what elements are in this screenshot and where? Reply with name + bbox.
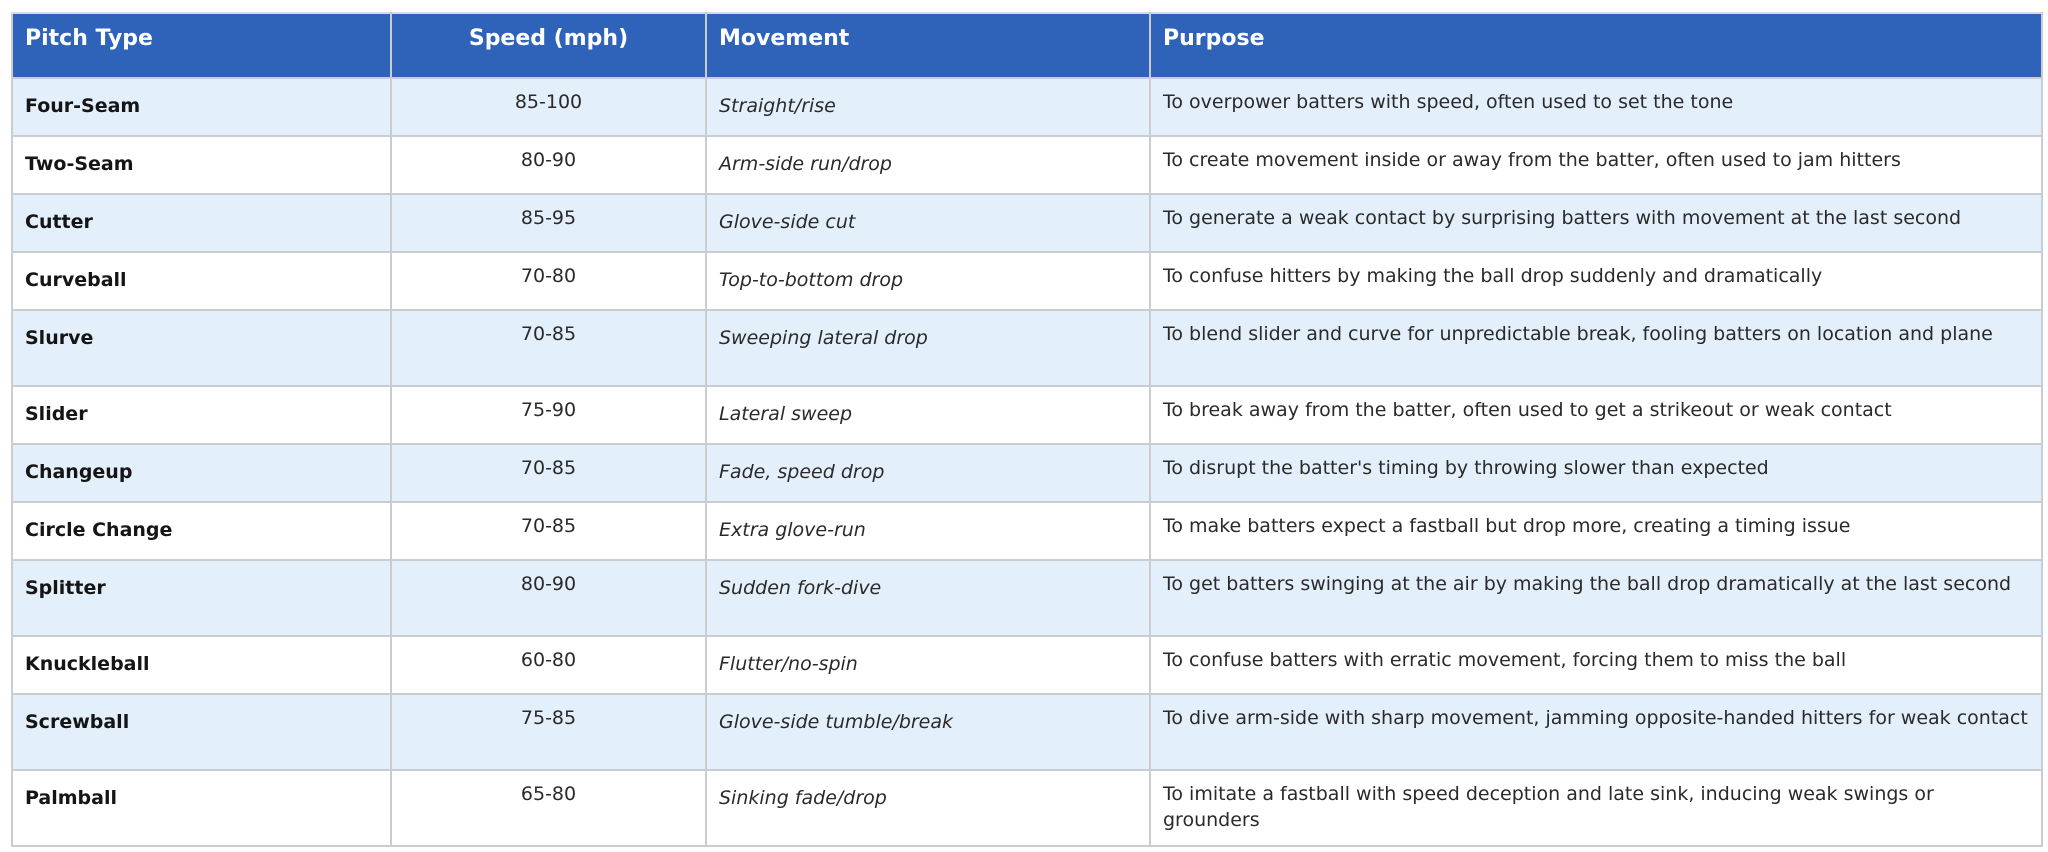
- speed-cell: 65-80: [390, 769, 707, 847]
- movement-cell: Top-to-bottom drop: [705, 251, 1151, 311]
- pitch-name-cell: Knuckleball: [11, 635, 392, 695]
- table-row: Slurve 70-85 Sweeping lateral drop To bl…: [11, 309, 2043, 387]
- movement-cell: Glove-side cut: [705, 193, 1151, 253]
- movement-cell: Sudden fork-dive: [705, 559, 1151, 637]
- purpose-cell: To generate a weak contact by surprising…: [1149, 193, 2043, 253]
- speed-cell: 80-90: [390, 559, 707, 637]
- table-row: Slider 75-90 Lateral sweep To break away…: [11, 385, 2043, 445]
- purpose-cell: To disrupt the batter's timing by throwi…: [1149, 443, 2043, 503]
- movement-cell: Lateral sweep: [705, 385, 1151, 445]
- speed-cell: 70-85: [390, 501, 707, 561]
- table-body: Four-Seam 85-100 Straight/rise To overpo…: [11, 77, 2043, 847]
- speed-cell: 85-100: [390, 77, 707, 137]
- speed-cell: 60-80: [390, 635, 707, 695]
- header-row: Pitch Type Speed (mph) Movement Purpose: [11, 12, 2043, 79]
- pitch-name-cell: Two-Seam: [11, 135, 392, 195]
- pitch-name-cell: Palmball: [11, 769, 392, 847]
- purpose-cell: To break away from the batter, often use…: [1149, 385, 2043, 445]
- speed-cell: 70-85: [390, 309, 707, 387]
- speed-cell: 80-90: [390, 135, 707, 195]
- pitch-name-cell: Four-Seam: [11, 77, 392, 137]
- pitch-types-table: Pitch Type Speed (mph) Movement Purpose …: [11, 12, 2043, 847]
- pitch-name-cell: Cutter: [11, 193, 392, 253]
- movement-cell: Flutter/no-spin: [705, 635, 1151, 695]
- pitch-name-cell: Screwball: [11, 693, 392, 771]
- table-row: Splitter 80-90 Sudden fork-dive To get b…: [11, 559, 2043, 637]
- table-row: Changeup 70-85 Fade, speed drop To disru…: [11, 443, 2043, 503]
- header-speed: Speed (mph): [390, 12, 707, 79]
- table-row: Curveball 70-80 Top-to-bottom drop To co…: [11, 251, 2043, 311]
- purpose-cell: To overpower batters with speed, often u…: [1149, 77, 2043, 137]
- table-row: Screwball 75-85 Glove-side tumble/break …: [11, 693, 2043, 771]
- movement-cell: Arm-side run/drop: [705, 135, 1151, 195]
- speed-cell: 70-85: [390, 443, 707, 503]
- purpose-cell: To make batters expect a fastball but dr…: [1149, 501, 2043, 561]
- table-row: Two-Seam 80-90 Arm-side run/drop To crea…: [11, 135, 2043, 195]
- movement-cell: Straight/rise: [705, 77, 1151, 137]
- header-pitch-type: Pitch Type: [11, 12, 392, 79]
- pitch-name-cell: Changeup: [11, 443, 392, 503]
- purpose-cell: To confuse hitters by making the ball dr…: [1149, 251, 2043, 311]
- movement-cell: Extra glove-run: [705, 501, 1151, 561]
- table-row: Knuckleball 60-80 Flutter/no-spin To con…: [11, 635, 2043, 695]
- movement-cell: Glove-side tumble/break: [705, 693, 1151, 771]
- pitch-name-cell: Slider: [11, 385, 392, 445]
- speed-cell: 85-95: [390, 193, 707, 253]
- purpose-cell: To imitate a fastball with speed decepti…: [1149, 769, 2043, 847]
- purpose-cell: To get batters swinging at the air by ma…: [1149, 559, 2043, 637]
- table-header: Pitch Type Speed (mph) Movement Purpose: [11, 12, 2043, 79]
- table-row: Palmball 65-80 Sinking fade/drop To imit…: [11, 769, 2043, 847]
- pitch-name-cell: Splitter: [11, 559, 392, 637]
- purpose-cell: To confuse batters with erratic movement…: [1149, 635, 2043, 695]
- header-purpose: Purpose: [1149, 12, 2043, 79]
- movement-cell: Sinking fade/drop: [705, 769, 1151, 847]
- speed-cell: 70-80: [390, 251, 707, 311]
- purpose-cell: To create movement inside or away from t…: [1149, 135, 2043, 195]
- header-movement: Movement: [705, 12, 1151, 79]
- speed-cell: 75-85: [390, 693, 707, 771]
- speed-cell: 75-90: [390, 385, 707, 445]
- table-row: Four-Seam 85-100 Straight/rise To overpo…: [11, 77, 2043, 137]
- table-row: Circle Change 70-85 Extra glove-run To m…: [11, 501, 2043, 561]
- pitch-name-cell: Slurve: [11, 309, 392, 387]
- purpose-cell: To blend slider and curve for unpredicta…: [1149, 309, 2043, 387]
- movement-cell: Fade, speed drop: [705, 443, 1151, 503]
- pitch-name-cell: Circle Change: [11, 501, 392, 561]
- table-row: Cutter 85-95 Glove-side cut To generate …: [11, 193, 2043, 253]
- pitch-name-cell: Curveball: [11, 251, 392, 311]
- movement-cell: Sweeping lateral drop: [705, 309, 1151, 387]
- purpose-cell: To dive arm-side with sharp movement, ja…: [1149, 693, 2043, 771]
